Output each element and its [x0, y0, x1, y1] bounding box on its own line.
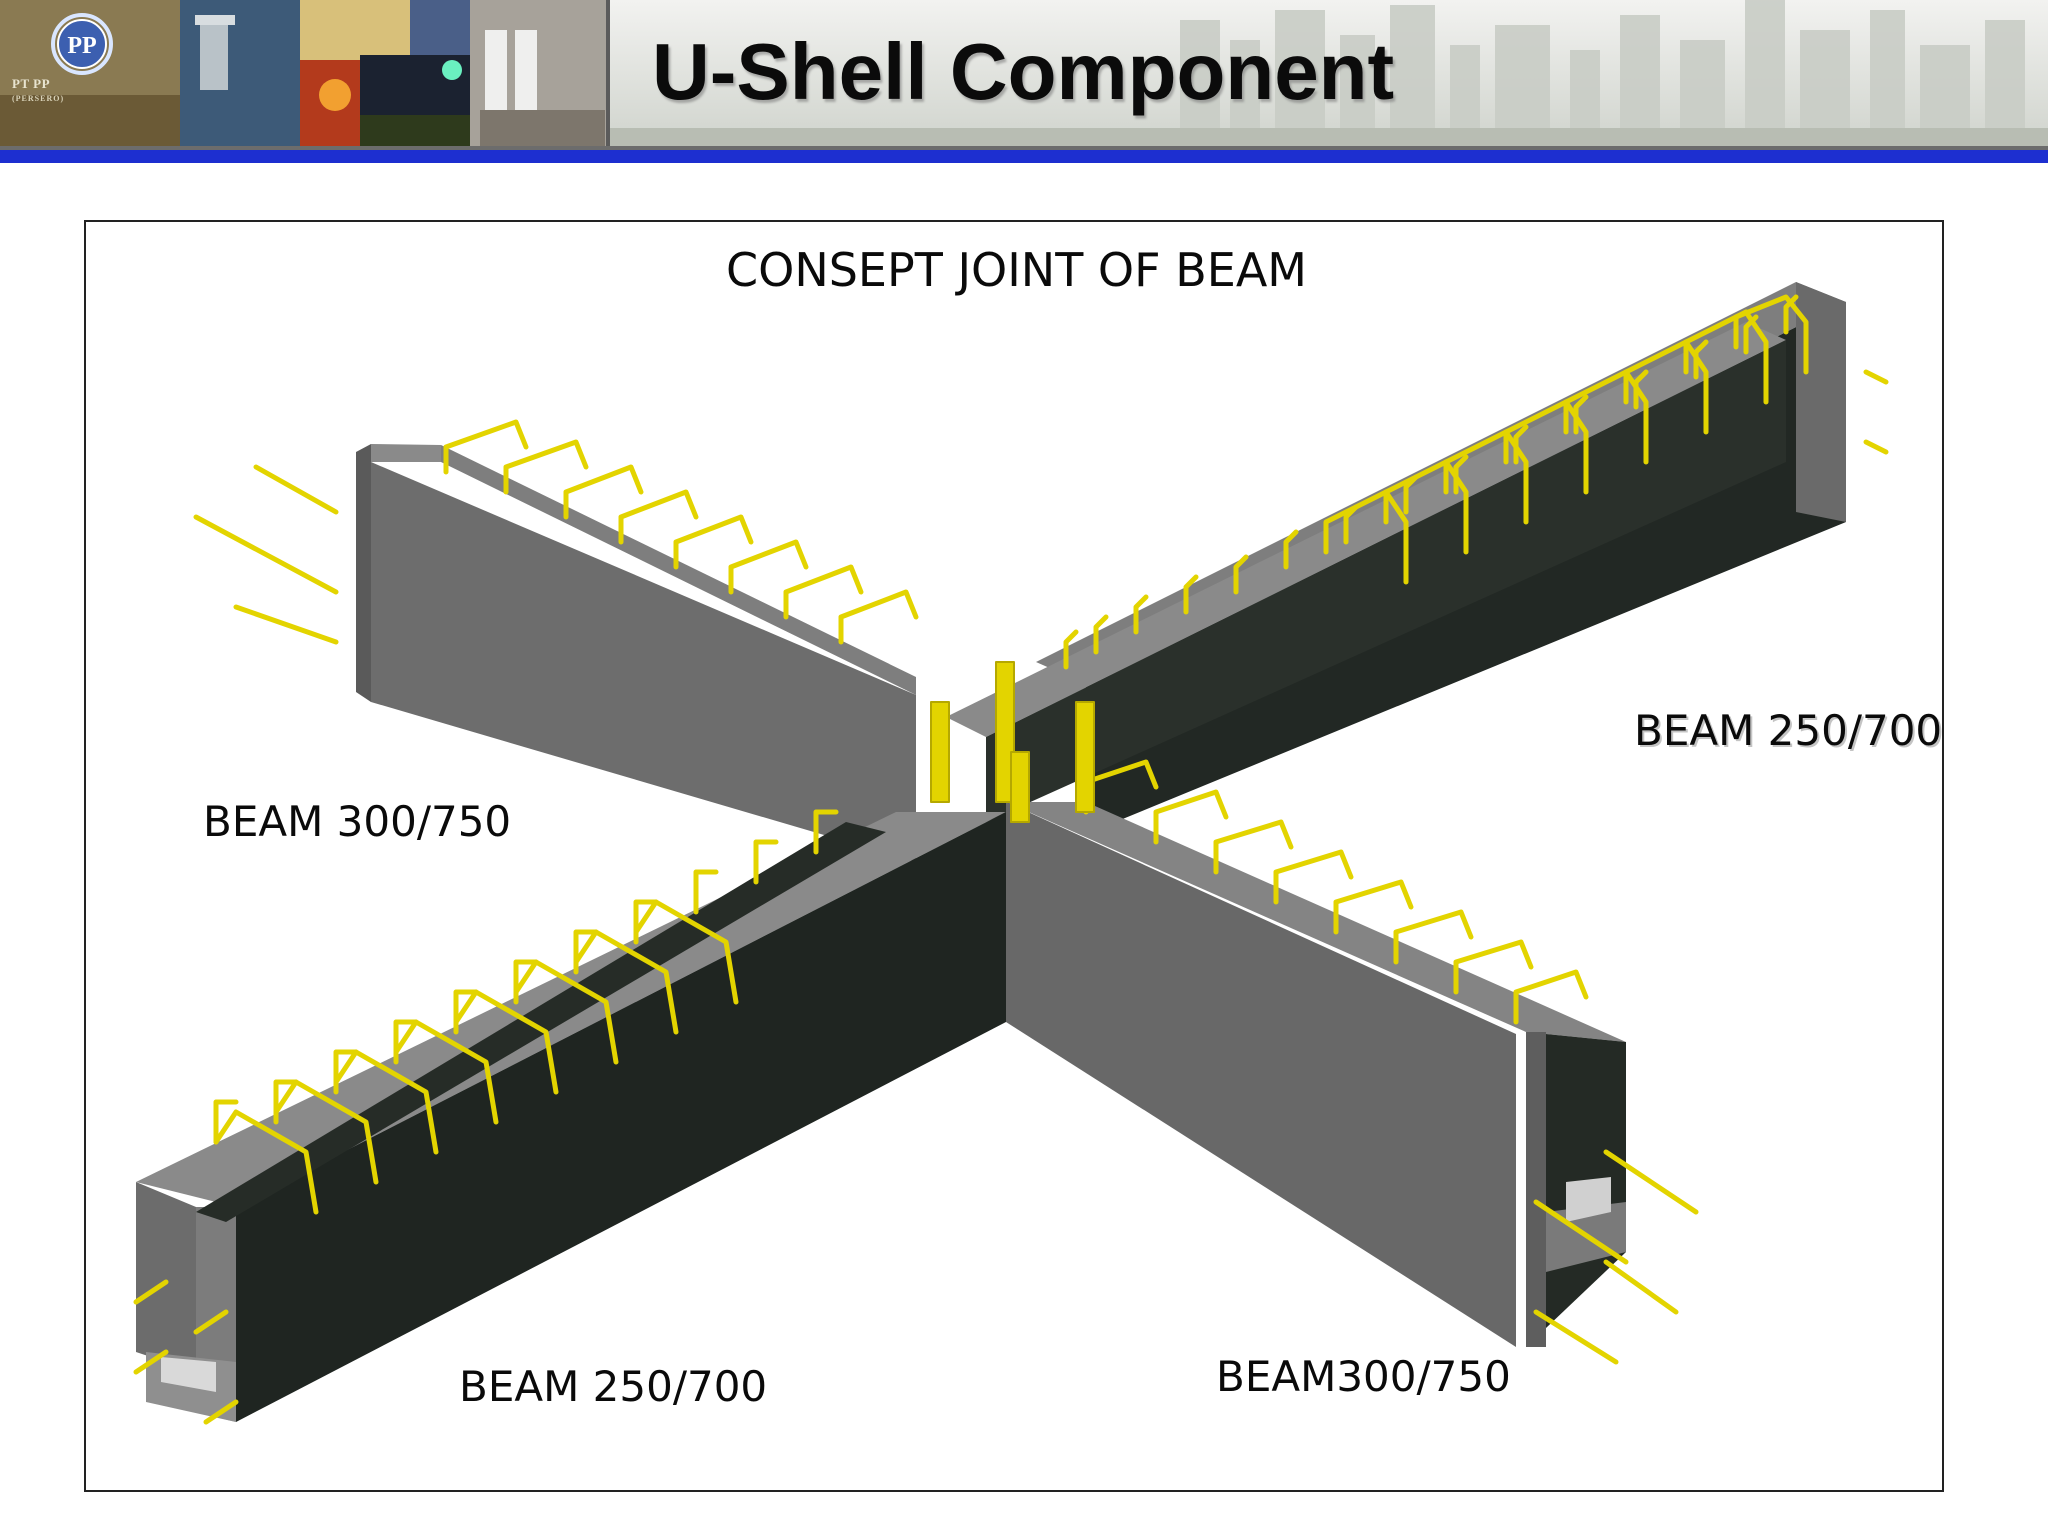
company-logo-text: PT PP (PERSERO): [12, 76, 65, 103]
beam-label-front-left: BEAM 250/700: [459, 1362, 768, 1411]
beam-label-front-right: BEAM300/750: [1216, 1352, 1511, 1401]
beam-front-right-shell: [1006, 802, 1626, 1347]
slide-title: U-Shell Component: [652, 27, 1395, 116]
diagram-frame: CONSEPT JOINT OF BEAM BEAM 300/750 BEAM …: [84, 220, 1944, 1492]
company-logo-icon: PP: [51, 13, 113, 75]
beam-joint-illustration: [133, 282, 1889, 1425]
beam-label-left-upper: BEAM 300/750: [203, 797, 512, 846]
svg-text:PP: PP: [67, 33, 96, 59]
diagram-title: CONSEPT JOINT OF BEAM: [726, 243, 1307, 297]
beam-front-left-shell: [136, 812, 1006, 1422]
header-banner-image: [0, 0, 2048, 163]
beam-left-upper-shell: [356, 444, 916, 862]
slide-header: PP PT PP (PERSERO) U-Shell Component: [0, 0, 2048, 163]
beam-label-right-upper: BEAM 250/700: [1634, 706, 1943, 755]
